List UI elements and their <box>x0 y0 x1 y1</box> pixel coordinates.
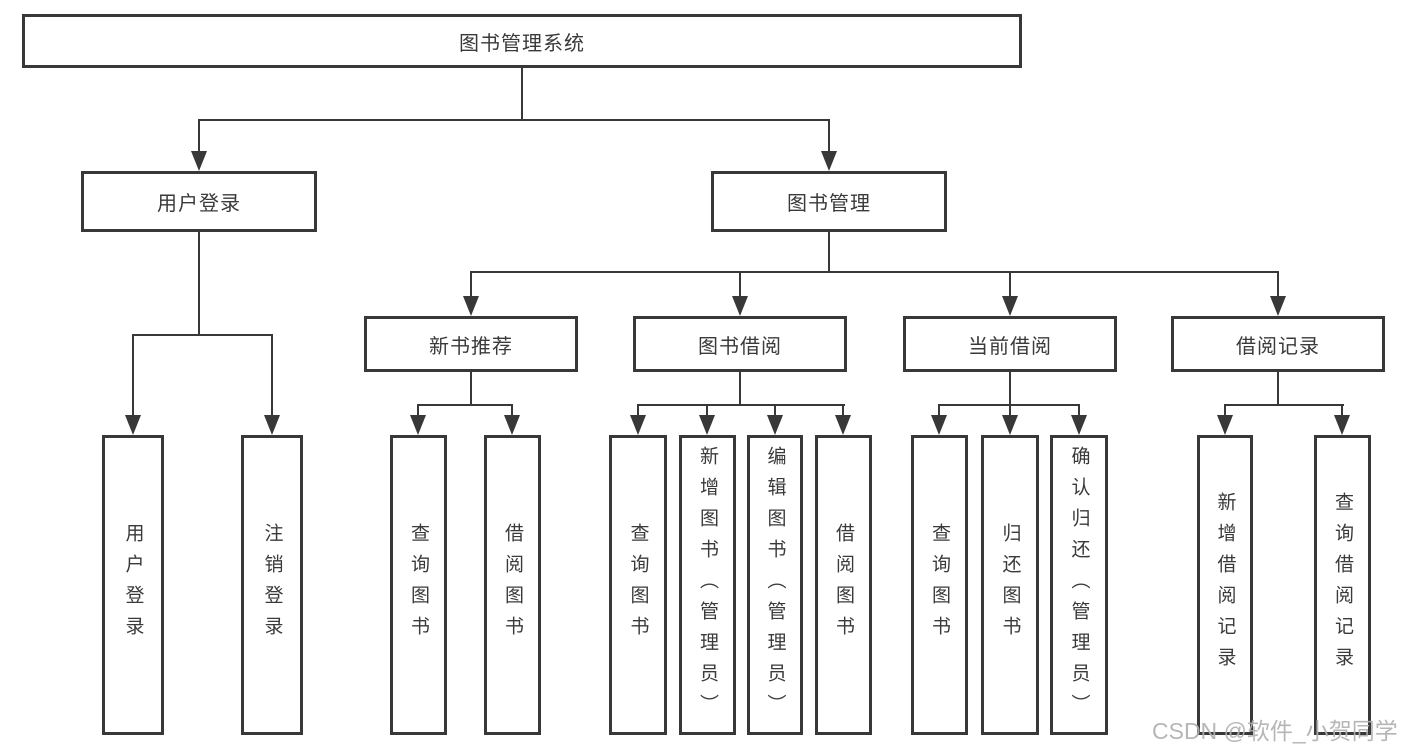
connector-line-v <box>1224 404 1226 417</box>
arrow-down-icon <box>1334 415 1350 435</box>
connector-line-h <box>132 334 273 336</box>
connector-line-v <box>417 404 419 417</box>
connector-line-h <box>470 271 1279 273</box>
arrow-down-icon <box>835 415 851 435</box>
connector-line-v <box>470 271 472 298</box>
arrow-down-icon <box>125 415 141 435</box>
arrow-down-icon <box>630 415 646 435</box>
connector-line-v <box>739 372 741 406</box>
connector-line-v <box>198 232 200 335</box>
leaf-return-books: 归还图书 <box>981 435 1039 735</box>
leaf-logout: 注销登录 <box>241 435 303 735</box>
connector-line-v <box>938 404 940 417</box>
node-label: 新书推荐 <box>429 335 513 358</box>
connector-line-v <box>198 119 200 152</box>
arrow-down-icon <box>1002 415 1018 435</box>
leaf-add-borrow-record: 新增借阅记录 <box>1197 435 1253 735</box>
connector-line-v <box>511 404 513 417</box>
connector-line-v <box>1341 404 1343 417</box>
leaf-label: 查询图书 <box>408 523 429 647</box>
arrow-down-icon <box>410 415 426 435</box>
node-label: 图书管理 <box>787 193 871 215</box>
arrow-down-icon <box>1270 296 1286 316</box>
arrow-down-icon <box>191 151 207 171</box>
leaf-label: 用户登录 <box>122 523 144 647</box>
connector-line-v <box>706 404 708 417</box>
leaf-label: 新增借阅记录 <box>1214 492 1236 678</box>
arrow-down-icon <box>1217 415 1233 435</box>
leaf-current-query-books: 查询图书 <box>911 435 968 735</box>
leaf-label: 查询图书 <box>627 523 649 647</box>
node-label: 图书借阅 <box>698 335 782 358</box>
leaf-label: 注销登录 <box>261 523 283 647</box>
connector-line-v <box>1009 372 1011 406</box>
leaf-recommend-query-books: 查询图书 <box>390 435 447 735</box>
leaf-label: 归还图书 <box>999 523 1021 647</box>
connector-line-v <box>1009 271 1011 298</box>
connector-line-v <box>271 334 273 416</box>
arrow-down-icon <box>463 296 479 316</box>
csdn-watermark: CSDN @软件_小贺同学 <box>1152 718 1398 744</box>
leaf-label: 确认归还（管理员） <box>1068 445 1090 725</box>
node-book-management: 图书管理 <box>711 171 947 232</box>
node-label: 借阅记录 <box>1236 335 1320 358</box>
connector-line-v <box>132 334 134 416</box>
node-library-management-system: 图书管理系统 <box>22 14 1022 68</box>
arrow-down-icon <box>1071 415 1087 435</box>
connector-line-v <box>828 119 830 152</box>
leaf-borrowing-query-books: 查询图书 <box>609 435 667 735</box>
connector-line-v <box>1009 404 1011 417</box>
leaf-label: 新增图书（管理员） <box>697 445 718 725</box>
connector-line-v <box>1277 271 1279 298</box>
arrow-down-icon <box>931 415 947 435</box>
leaf-label: 借阅图书 <box>502 523 523 647</box>
connector-line-v <box>739 271 741 298</box>
leaf-recommend-borrow-books: 借阅图书 <box>484 435 541 735</box>
arrow-down-icon <box>699 415 715 435</box>
connector-line-v <box>828 232 830 273</box>
connector-line-v <box>1277 372 1279 406</box>
node-label: 图书管理系统 <box>459 32 585 55</box>
arrow-down-icon <box>767 415 783 435</box>
arrow-down-icon <box>732 296 748 316</box>
leaf-add-books-admin: 新增图书（管理员） <box>679 435 736 735</box>
connector-line-v <box>774 404 776 417</box>
leaf-confirm-return-admin: 确认归还（管理员） <box>1050 435 1108 735</box>
connector-line-v <box>1078 404 1080 417</box>
arrow-down-icon <box>264 415 280 435</box>
connector-line-v <box>521 68 523 121</box>
node-book-borrowing: 图书借阅 <box>633 316 847 372</box>
arrow-down-icon <box>504 415 520 435</box>
node-current-borrowing: 当前借阅 <box>903 316 1117 372</box>
leaf-label: 查询借阅记录 <box>1332 492 1353 678</box>
leaf-edit-books-admin: 编辑图书（管理员） <box>747 435 803 735</box>
connector-line-v <box>842 404 844 417</box>
leaf-label: 借阅图书 <box>833 523 854 647</box>
node-user-login: 用户登录 <box>81 171 317 232</box>
leaf-label: 查询图书 <box>929 523 950 647</box>
leaf-label: 编辑图书（管理员） <box>764 445 786 725</box>
connector-line-h <box>1224 404 1344 406</box>
node-new-book-recommend: 新书推荐 <box>364 316 578 372</box>
node-borrow-records: 借阅记录 <box>1171 316 1385 372</box>
node-label: 当前借阅 <box>968 335 1052 358</box>
connector-line-h <box>417 404 513 406</box>
arrow-down-icon <box>1002 296 1018 316</box>
node-label: 用户登录 <box>157 193 241 215</box>
leaf-user-login: 用户登录 <box>102 435 164 735</box>
connector-line-v <box>637 404 639 417</box>
connector-line-h <box>637 404 845 406</box>
arrow-down-icon <box>821 151 837 171</box>
connector-line-v <box>470 372 472 406</box>
leaf-query-borrow-record: 查询借阅记录 <box>1314 435 1371 735</box>
connector-line-h <box>198 119 830 121</box>
leaf-borrow-books: 借阅图书 <box>815 435 872 735</box>
